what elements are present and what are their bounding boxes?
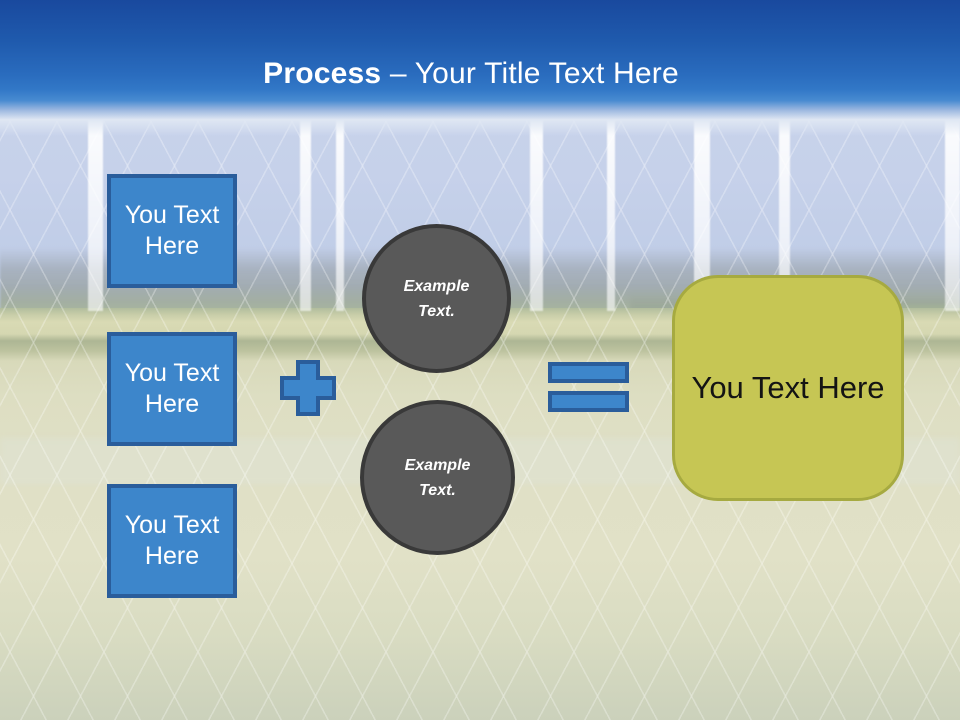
equals-icon bbox=[548, 391, 629, 412]
stage-circle-1[interactable]: Example Text. bbox=[362, 224, 511, 373]
input-box-3-label: You Text Here bbox=[124, 511, 220, 570]
input-box-1-label: You Text Here bbox=[124, 201, 220, 260]
wind-turbine-tower bbox=[694, 106, 710, 311]
stage-circle-2[interactable]: Example Text. bbox=[360, 400, 515, 555]
slide-title-primary: Process bbox=[263, 57, 382, 90]
slide-title: Process – Your Title Text Here bbox=[0, 57, 942, 91]
result-box[interactable]: You Text Here bbox=[672, 275, 904, 501]
wind-turbine-tower bbox=[945, 106, 960, 311]
slide-title-secondary: – Your Title Text Here bbox=[381, 57, 679, 90]
input-box-3[interactable]: You Text Here bbox=[107, 484, 237, 598]
equals-icon bbox=[548, 362, 629, 383]
stage-circle-1-label: Example Text. bbox=[403, 277, 470, 320]
input-box-1[interactable]: You Text Here bbox=[107, 174, 237, 288]
wind-turbine-tower bbox=[607, 106, 615, 311]
wind-turbine-tower bbox=[336, 106, 344, 311]
wind-turbine-tower bbox=[779, 106, 790, 311]
plus-operator bbox=[277, 357, 339, 419]
result-box-label: You Text Here bbox=[691, 370, 885, 405]
stage-circle-2-label: Example Text. bbox=[404, 456, 471, 499]
input-box-2-label: You Text Here bbox=[124, 359, 220, 418]
wind-turbine-tower bbox=[88, 106, 103, 311]
wind-turbine-tower bbox=[300, 106, 311, 311]
wind-turbine-tower bbox=[530, 106, 543, 311]
input-box-2[interactable]: You Text Here bbox=[107, 332, 237, 446]
header-band bbox=[0, 0, 960, 136]
plus-icon bbox=[280, 360, 336, 416]
